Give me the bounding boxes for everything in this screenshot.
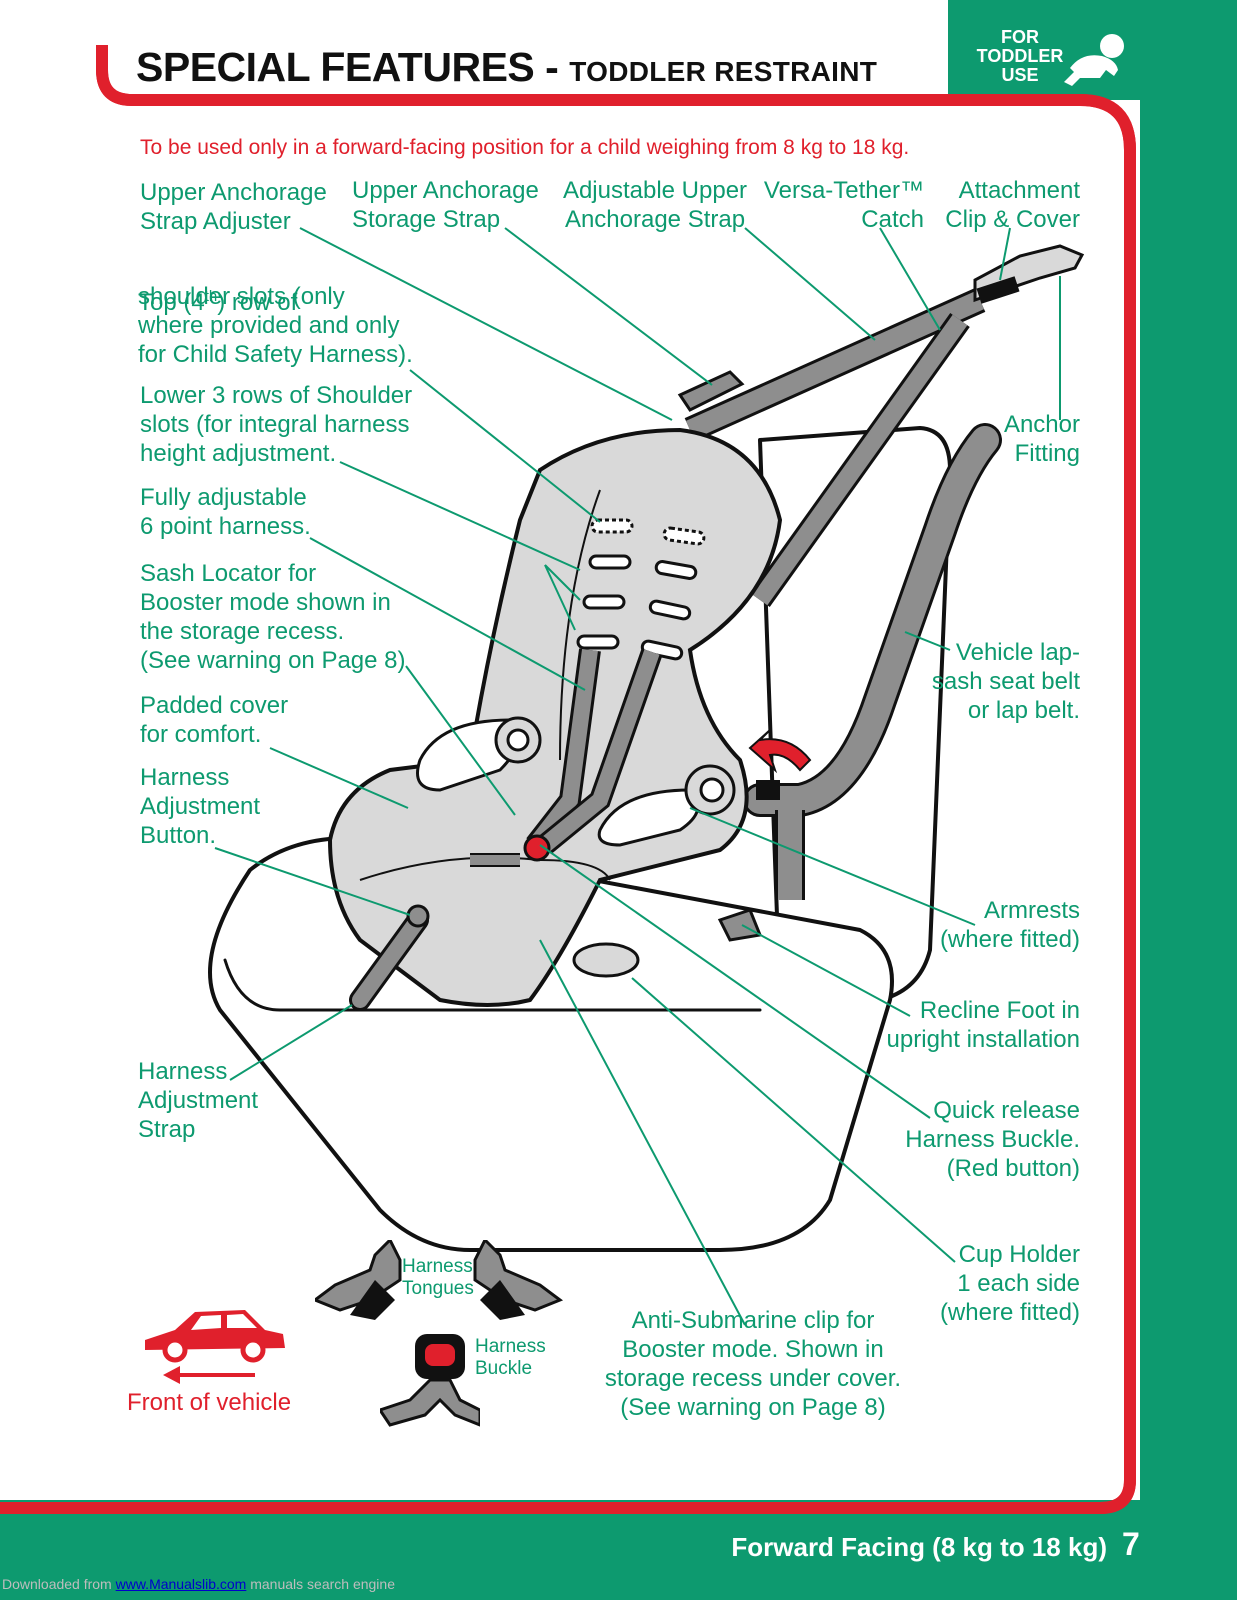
label-attachment-clip: Attachment Clip & Cover [945,177,1080,233]
label-versa-tether: Versa-Tether™ Catch [763,177,924,233]
label-sash-locator: Sash Locator for Booster mode shown in t… [140,560,406,674]
download-note: Downloaded from www.Manualslib.com manua… [2,1576,395,1592]
label-upper-anchorage-adjuster: Upper Anchorage Strap Adjuster [140,179,327,235]
label-armrests: Armrests (where fitted) [939,897,1080,953]
label-upper-anchorage-storage: Upper Anchorage Storage Strap [352,177,539,233]
label-harness-buckle: Harness Buckle [475,1336,546,1379]
label-adjustable-upper-anchorage: Adjustable Upper Anchorage Strap [562,177,748,233]
top-row-part2: ) row of [217,289,298,316]
top-row-part1: Top (4 [138,289,205,316]
label-lower-rows: Lower 3 rows of Shoulder slots (for inte… [140,382,413,467]
page-title: SPECIAL FEATURES - TODDLER RESTRAINT [136,44,877,91]
intro-text: To be used only in a forward-facing posi… [140,136,910,159]
top-row-sup: th [204,288,218,305]
label-cup-holder: Cup Holder 1 each side (where fitted) [939,1241,1080,1326]
download-suffix: manuals search engine [246,1576,395,1592]
harness-buckle-image [380,1334,480,1427]
harness-tongues-image [315,1240,564,1320]
label-quick-release: Quick release Harness Buckle. (Red butto… [905,1097,1080,1182]
toddler-icon [1064,34,1124,86]
title-sub-text: TODDLER RESTRAINT [569,56,878,87]
label-top-row: Top (4th) row of [138,253,297,317]
label-fully-adjustable: Fully adjustable 6 point harness. [140,484,311,540]
download-prefix: Downloaded from [2,1576,116,1592]
label-anti-submarine: Anti-Submarine clip for Booster mode. Sh… [604,1307,902,1421]
label-top-row-rest: shoulder slots (only where provided and … [138,283,413,368]
label-harness-strap: Harness Adjustment Strap [138,1058,259,1143]
page-number: 7 [1122,1526,1140,1562]
label-recline-foot: Recline Foot in upright installation [886,997,1080,1053]
car-icon [145,1310,285,1384]
manualslib-link[interactable]: www.Manualslib.com [115,1576,247,1592]
label-harness-button: Harness Adjustment Button. [140,764,261,849]
label-front-of-vehicle: Front of vehicle [127,1389,292,1416]
label-vehicle-belt: Vehicle lap- sash seat belt or lap belt. [931,639,1080,724]
title-main-text: SPECIAL FEATURES - [136,44,559,90]
toddler-badge: FOR TODDLER USE [976,27,1064,85]
label-padded-cover: Padded cover for comfort. [140,692,289,748]
label-anchor-fitting: Anchor Fitting [1003,411,1080,467]
label-harness-tongues: Harness Tongues [402,1256,474,1299]
footer-text: Forward Facing (8 kg to 18 kg) [731,1532,1107,1562]
